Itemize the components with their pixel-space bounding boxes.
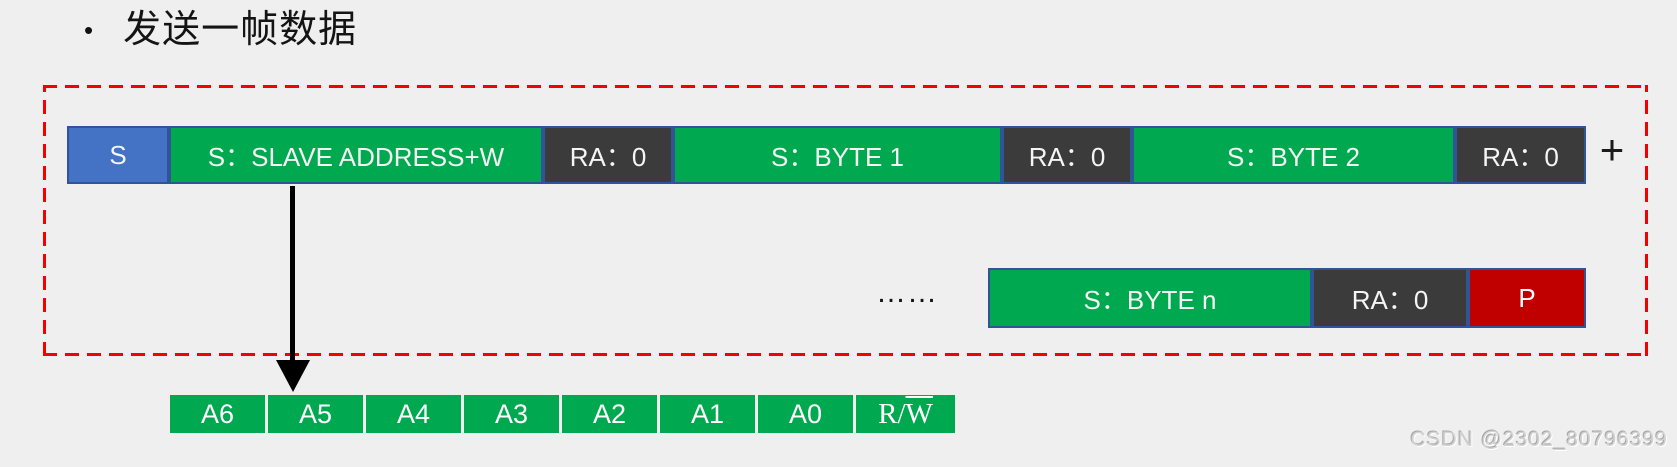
page-title: • 发送一帧数据	[84, 6, 357, 54]
bit-label: A4	[396, 398, 431, 429]
ack-label-n: RA：0	[1351, 284, 1429, 315]
watermark: CSDN @2302_80796399	[1410, 428, 1668, 451]
bit-cell-rw: R/W	[856, 395, 955, 433]
slave-address-block: S：SLAVE ADDRESS+W	[169, 126, 543, 184]
frame-boundary-left	[43, 85, 46, 356]
bit-label: A0	[788, 398, 823, 429]
bit-cell-a4: A4	[366, 395, 461, 433]
ack-label-2: RA：0	[1028, 141, 1106, 172]
start-condition-block: S	[67, 126, 169, 184]
bullet-icon: •	[84, 15, 94, 45]
bit-label: A1	[690, 398, 725, 429]
stop-condition-label: P	[1518, 282, 1536, 313]
bit-cell-a5: A5	[268, 395, 363, 433]
frame-boundary-bottom	[43, 353, 1648, 356]
frame-boundary-top	[43, 85, 1648, 88]
ack-block-3: RA：0	[1455, 126, 1586, 184]
frame-boundary-box	[43, 85, 1648, 356]
byten-label: S：BYTE n	[1083, 284, 1217, 315]
ack-block-2: RA：0	[1002, 126, 1132, 184]
arrow-line	[290, 186, 295, 362]
ack-block-1: RA：0	[543, 126, 673, 184]
rw-prefix: R/	[878, 397, 906, 430]
byte1-block: S：BYTE 1	[673, 126, 1002, 184]
frame-row-1: S S：SLAVE ADDRESS+W RA：0 S：BYTE 1 RA：0 S…	[67, 126, 1586, 184]
bit-cell-a1: A1	[660, 395, 755, 433]
byte2-block: S：BYTE 2	[1132, 126, 1455, 184]
byten-block: S：BYTE n	[988, 268, 1312, 328]
bit-label: A3	[494, 398, 529, 429]
ack-label-1: RA：0	[569, 141, 647, 172]
slave-address-label: S：SLAVE ADDRESS+W	[207, 141, 505, 172]
rw-write-overline: W	[905, 397, 933, 430]
start-condition-label: S	[109, 139, 127, 170]
bit-cell-a3: A3	[464, 395, 559, 433]
stop-condition-block: P	[1468, 268, 1586, 328]
bit-label: A2	[592, 398, 627, 429]
arrow-down-icon	[276, 360, 310, 392]
plus-sign: +	[1599, 126, 1625, 173]
ack-block-n: RA：0	[1312, 268, 1468, 328]
byte2-label: S：BYTE 2	[1227, 141, 1360, 172]
byte1-label: S：BYTE 1	[771, 141, 904, 172]
address-bits-row: A6 A5 A4 A3 A2 A1 A0 R/W	[170, 395, 955, 433]
bit-cell-a0: A0	[758, 395, 853, 433]
continuation-ellipsis: ……	[876, 276, 938, 309]
frame-boundary-right	[1645, 85, 1648, 356]
ack-label-3: RA：0	[1482, 141, 1559, 172]
bit-label: A5	[298, 398, 333, 429]
bit-cell-a6: A6	[170, 395, 265, 433]
page-title-text: 发送一帧数据	[123, 9, 358, 51]
frame-row-2: S：BYTE n RA：0 P	[988, 268, 1586, 328]
bit-label: A6	[200, 398, 235, 429]
bit-cell-a2: A2	[562, 395, 657, 433]
